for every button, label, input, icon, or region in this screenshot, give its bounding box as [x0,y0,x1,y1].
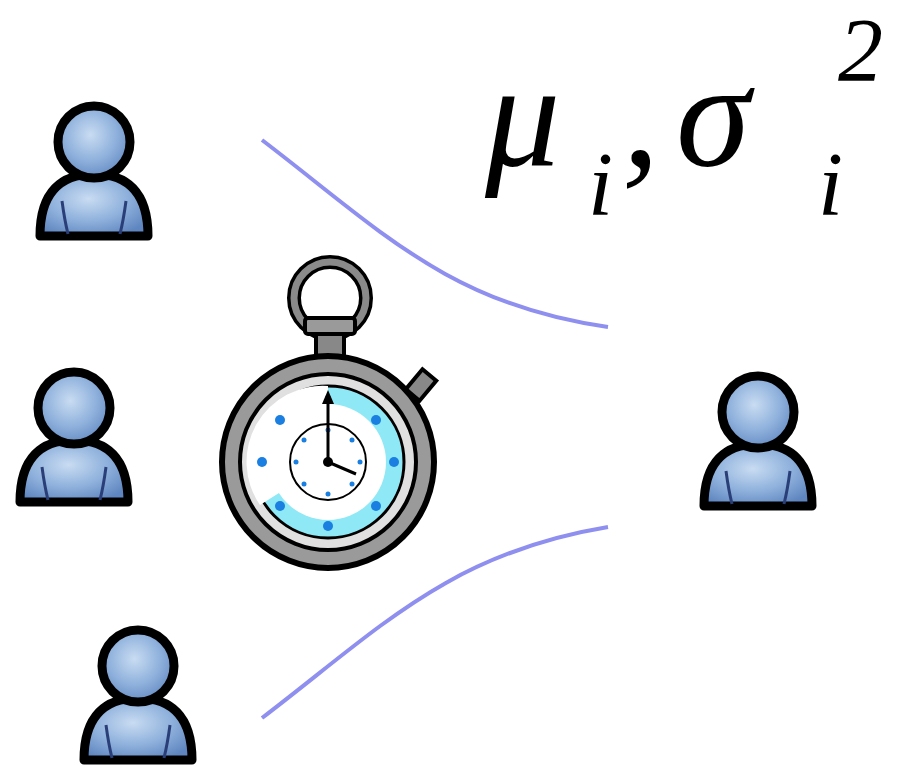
person-icon [704,376,812,506]
person-icon [20,372,128,502]
stopwatch [222,262,436,568]
superscript-power: 2 [838,6,883,96]
separator-comma: , [622,40,660,190]
symbol-mu: μ [485,40,560,190]
person-icon [40,106,148,236]
subscript-index: i [818,140,843,230]
subscript-index: i [588,140,613,230]
person-icon [84,630,192,760]
symbol-sigma: σ [676,40,750,190]
